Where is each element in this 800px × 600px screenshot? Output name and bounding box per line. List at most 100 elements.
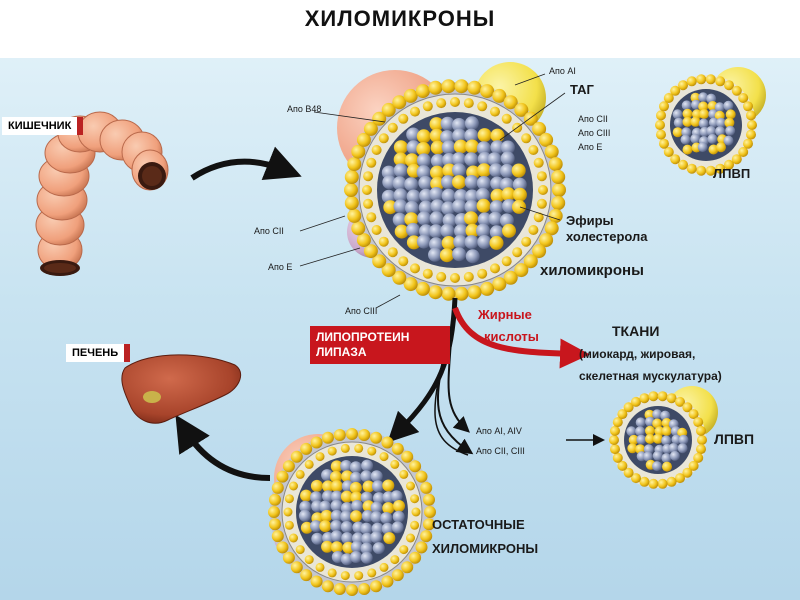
phospholipid-head (300, 442, 313, 455)
core-lipid-molecule (489, 235, 504, 250)
phospholipid-head (391, 569, 404, 582)
core-lipid-molecule (452, 247, 467, 262)
phospholipid-head (501, 113, 512, 124)
core-lipid-molecule (487, 152, 502, 167)
phospholipid-head (295, 469, 305, 479)
phospholipid-head (315, 452, 325, 462)
phospholipid-head (410, 520, 420, 530)
phospholipid-head (648, 391, 659, 402)
core-lipid-molecule (698, 118, 709, 129)
core-lipid-molecule (404, 153, 419, 168)
core-lipid-molecule (370, 470, 383, 483)
phospholipid-head (648, 478, 659, 489)
phospholipid-head (271, 481, 284, 494)
phospholipid-head (310, 575, 323, 588)
phospholipid-head (344, 183, 358, 197)
core-lipid-molecule (681, 127, 692, 138)
remnant-label-1: ОСТАТОЧНЫЕ (432, 517, 525, 532)
core-lipid-molecule (382, 502, 395, 515)
core-lipid-molecule (716, 117, 726, 128)
core-lipid-molecule (406, 222, 420, 237)
core-lipid-molecule (349, 471, 362, 484)
arrow-remnant-to-liver (175, 414, 271, 481)
phospholipid-head (276, 541, 289, 554)
phospholipid-head (327, 568, 337, 578)
core-lipid-molecule (370, 531, 383, 544)
core-lipid-molecule (706, 93, 717, 104)
core-lipid-molecule (330, 480, 343, 493)
core-lipid-molecule (723, 135, 734, 146)
phospholipid-head (670, 154, 681, 165)
core-lipid-molecule (321, 540, 334, 553)
core-lipid-molecule (372, 542, 385, 555)
phospholipid-head (346, 428, 358, 440)
phospholipid-head (503, 95, 518, 110)
phospholipid-head (363, 198, 374, 209)
phospholipid-head (399, 469, 409, 479)
core-lipid-molecule (464, 199, 479, 214)
lipoprotein-lipase-box: ЛИПОПРОТЕИН ЛИПАЗА (310, 326, 450, 364)
core-lipid-molecule (477, 128, 492, 143)
phospholipid-head (501, 256, 512, 267)
phospholipid-head (666, 393, 677, 404)
phospholipid-head (697, 435, 707, 445)
core-lipid-molecule (477, 235, 492, 249)
core-lipid-molecule (652, 418, 663, 429)
core-lipid-molecule (673, 117, 684, 128)
phospholipid-head (678, 80, 688, 91)
core-lipid-molecule (452, 118, 466, 132)
phospholipid-head (477, 268, 488, 279)
phospholipid-head (463, 271, 474, 282)
phospholipid-head (467, 80, 482, 95)
core-lipid-molecule (416, 153, 431, 168)
phospholipid-head (381, 436, 394, 449)
phospholipid-head (284, 520, 294, 530)
core-lipid-molecule (512, 199, 526, 214)
phospholipid-head (532, 121, 547, 136)
phospholipid-head (378, 133, 389, 144)
phospholipid-head (639, 476, 650, 487)
phospholipid-head (538, 185, 548, 195)
core-lipid-molecule (490, 188, 505, 203)
core-lipid-molecule (311, 532, 324, 545)
phospholipid-head (532, 244, 547, 259)
core-lipid-molecule (330, 520, 343, 532)
core-lipid-molecule (453, 234, 468, 249)
phospholipid-head (743, 101, 753, 112)
phospholipid-head (551, 170, 566, 184)
core-lipid-molecule (502, 223, 516, 238)
core-lipid-molecule (404, 200, 419, 215)
phospholipid-head (548, 157, 563, 172)
core-lipid-molecule (330, 530, 343, 543)
cholesterol-esters-label-2: холестерола (566, 229, 648, 244)
phospholipid-head (282, 460, 295, 473)
core-lipid-molecule (489, 225, 504, 240)
core-lipid-molecule (300, 489, 313, 502)
core-lipid-molecule (654, 426, 665, 437)
core-lipid-molecule (465, 249, 480, 264)
core-lipid-molecule (682, 108, 693, 119)
core-lipid-molecule (716, 142, 726, 153)
phospholipid-head (356, 132, 371, 147)
phospholipid-head (381, 575, 394, 588)
phospholipid-head (467, 285, 482, 300)
core-lipid-molecule (310, 491, 323, 504)
core-lipid-molecule (430, 140, 445, 155)
core-lipid-molecule (699, 109, 710, 119)
hdl-top-label: ЛПВП (713, 166, 751, 181)
core-lipid-molecule (725, 125, 736, 136)
core-lipid-molecule (652, 461, 662, 472)
core-lipid-molecule (370, 501, 383, 514)
liver-illustration (121, 354, 242, 424)
core-lipid-molecule (361, 459, 374, 472)
phospholipid-head (675, 473, 685, 484)
phospholipid-head (463, 98, 474, 109)
phospholipid-head (410, 494, 420, 504)
core-lipid-molecule (362, 480, 375, 493)
phospholipid-head (623, 467, 634, 478)
core-lipid-molecule (416, 142, 431, 156)
core-lipid-molecule (350, 551, 362, 563)
phospholipid-head (746, 110, 756, 121)
core-lipid-molecule (310, 520, 322, 533)
core-lipid-molecule (340, 490, 353, 503)
